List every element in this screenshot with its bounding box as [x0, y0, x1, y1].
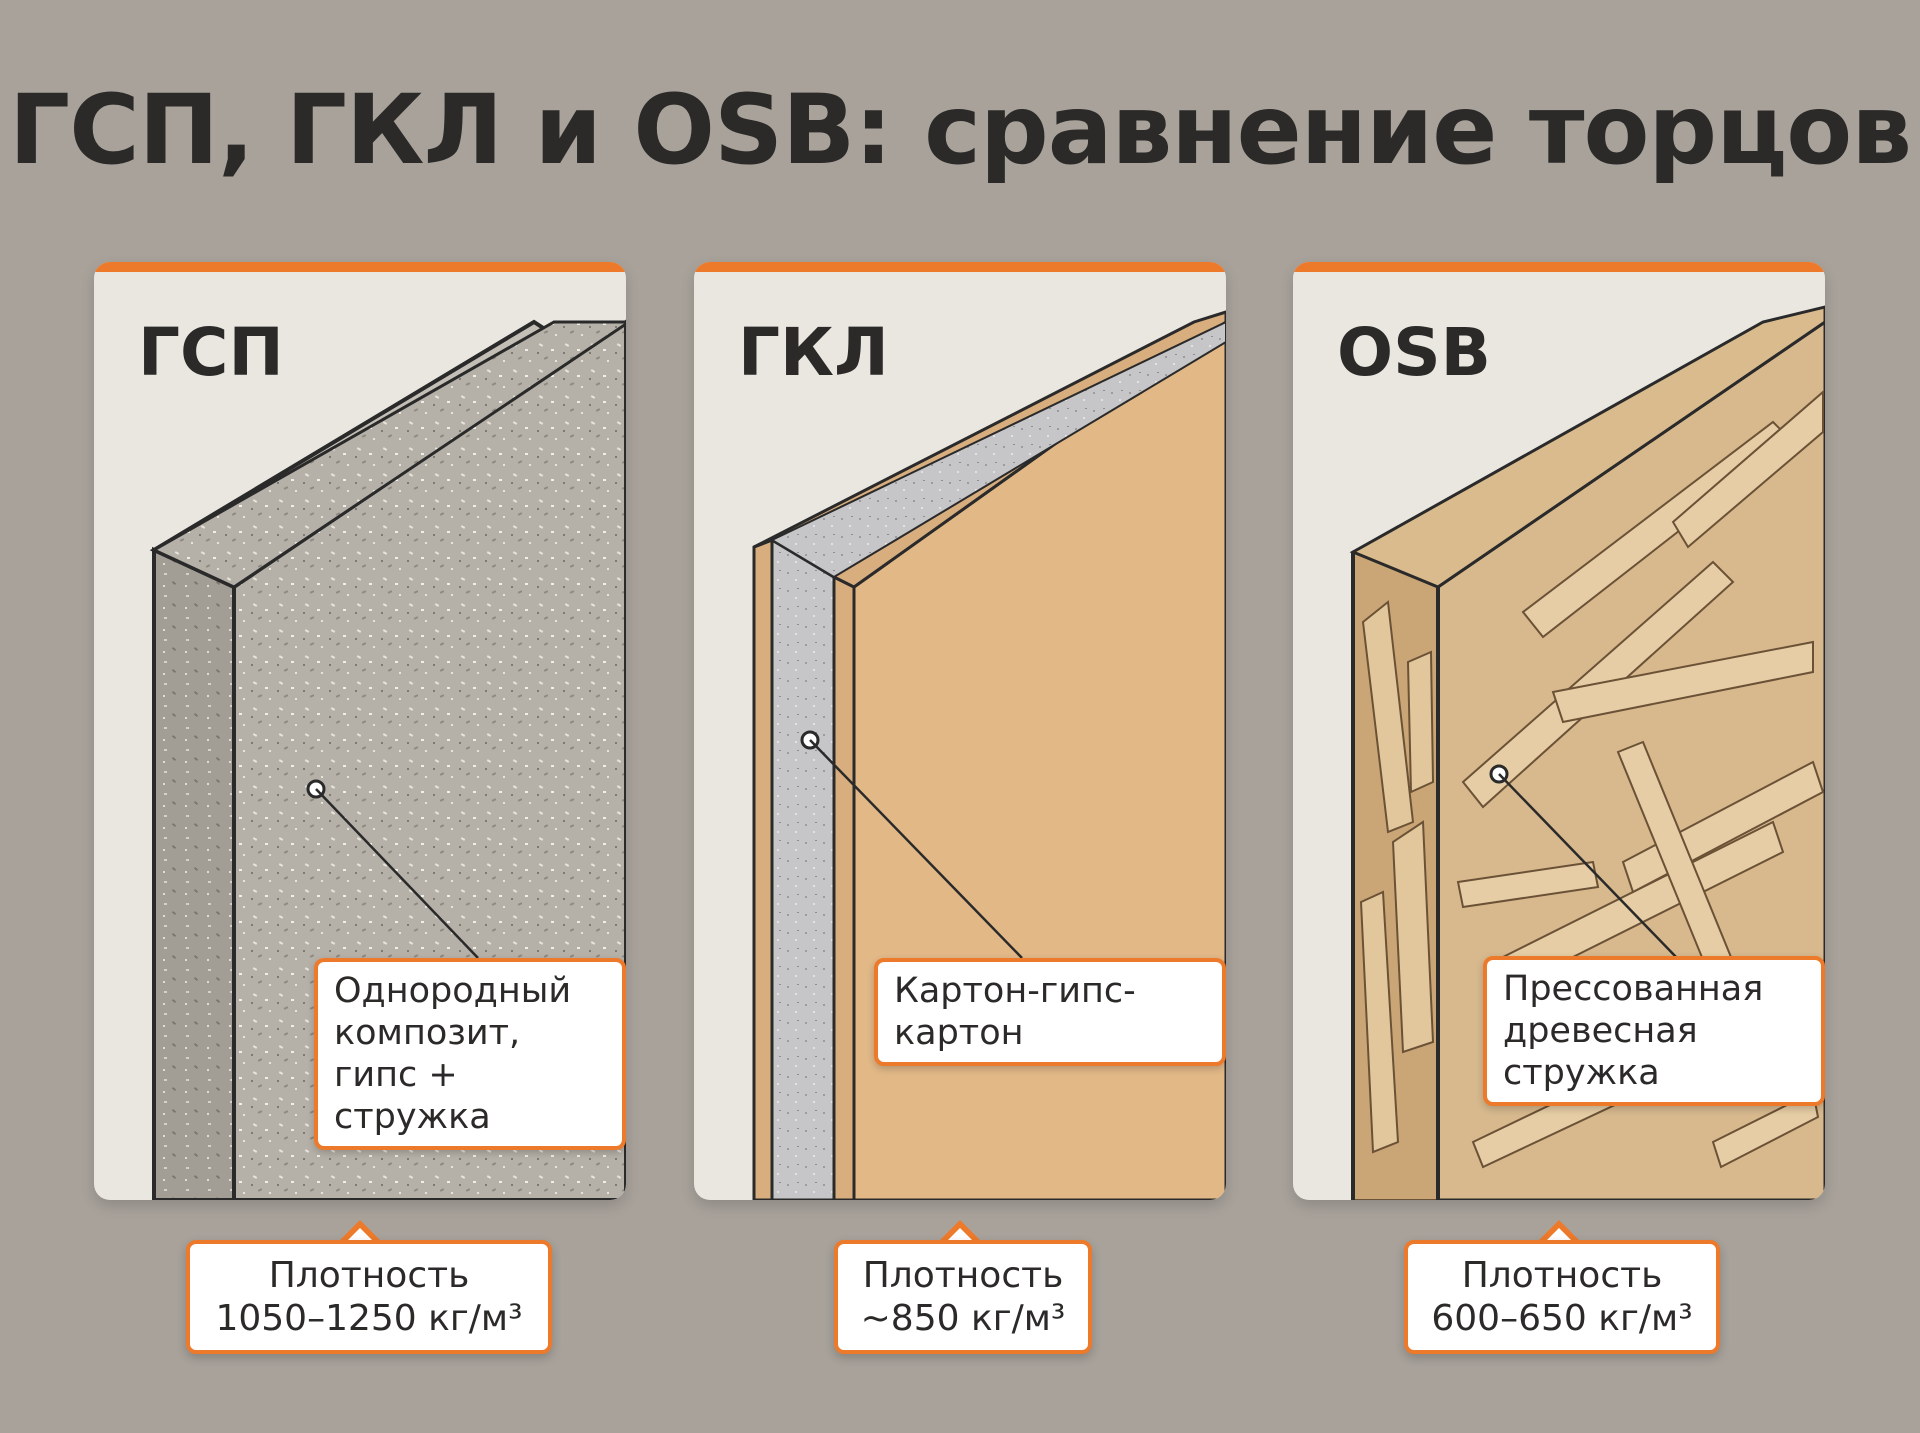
panel-gsp: ГСП Однородный композит, гипс + стружка [94, 262, 626, 1200]
gkl-callout: Картон-гипс-картон [874, 958, 1226, 1066]
osb-density-badge: Плотность 600–650 кг/м³ [1404, 1240, 1720, 1355]
panel-gkl: ГКЛ Картон-гипс-картон [694, 262, 1226, 1200]
gsp-density-pointer [338, 1220, 382, 1244]
gkl-density-badge: Плотность ~850 кг/м³ [834, 1240, 1092, 1355]
gsp-density-badge: Плотность 1050–1250 кг/м³ [186, 1240, 552, 1355]
panel-osb: OSB Прессованная древесная стружка [1293, 262, 1825, 1200]
panel-title: OSB [1337, 314, 1491, 391]
osb-density-pointer [1537, 1220, 1581, 1244]
gsp-callout: Однородный композит, гипс + стружка [314, 958, 626, 1150]
panel-title: ГСП [138, 314, 284, 391]
panel-title: ГКЛ [738, 314, 889, 391]
panel-accent-bar [94, 262, 626, 272]
page-title: ГСП, ГКЛ и OSB: сравнение торцов [9, 74, 1912, 186]
gkl-density-pointer [938, 1220, 982, 1244]
panel-accent-bar [1293, 262, 1825, 272]
panel-accent-bar [694, 262, 1226, 272]
osb-callout: Прессованная древесная стружка [1483, 956, 1825, 1106]
